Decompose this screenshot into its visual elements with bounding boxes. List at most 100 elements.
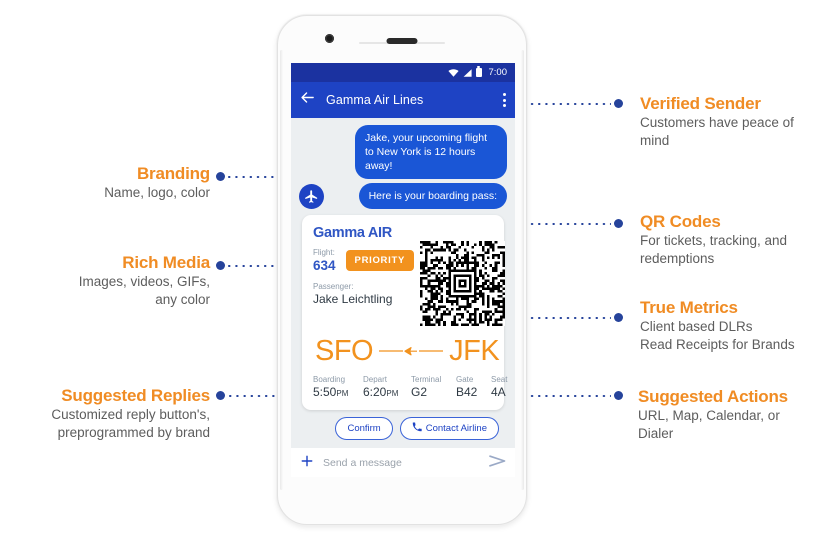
annotation-suggested-replies-desc: Customized reply button's, preprogrammed… <box>51 407 210 440</box>
detail-depart: Depart 6:20PM <box>363 374 411 401</box>
annotation-rich-media-title: Rich Media <box>122 253 210 272</box>
connector-line <box>525 394 611 397</box>
earpiece-speaker <box>386 38 418 44</box>
destination-code: JFK <box>449 335 500 367</box>
message-row: Here is your boarding pass: <box>299 183 507 209</box>
connector-dot <box>614 391 623 400</box>
annotation-rich-media-desc: Images, videos, GIFs, any color <box>78 274 210 307</box>
detail-label: Boarding <box>313 375 346 384</box>
detail-gate: Gate B42 <box>456 374 491 401</box>
reply-chip-label: Confirm <box>347 423 381 434</box>
annotation-qr-codes: QR Codes For tickets, tracking, and rede… <box>640 212 825 267</box>
app-bar-title: Gamma Air Lines <box>326 93 424 107</box>
connector-dot <box>614 99 623 108</box>
status-bar: 7:00 <box>291 63 515 82</box>
flight-details-row: Boarding 5:50PM Depart 6:20PM Terminal G… <box>313 374 507 401</box>
detail-label: Seat <box>491 375 508 384</box>
search-input[interactable]: Send a message <box>323 456 402 469</box>
wifi-icon <box>447 64 459 82</box>
connector-true-metrics <box>525 313 623 322</box>
airplane-avatar-icon <box>299 184 324 209</box>
annotation-suggested-replies: Suggested Replies Customized reply butto… <box>6 386 210 441</box>
connector-line <box>525 102 611 105</box>
connector-line <box>228 264 288 267</box>
detail-value-text: 5:50 <box>313 385 337 399</box>
annotation-branding-desc: Name, logo, color <box>104 185 210 200</box>
message-row: Jake, your upcoming flight to New York i… <box>299 125 507 179</box>
reply-chip-confirm[interactable]: Confirm <box>335 417 393 440</box>
connector-line <box>228 175 288 178</box>
battery-icon <box>475 66 482 77</box>
connector-branding <box>216 172 288 181</box>
passenger-block: Passenger: Jake Leichtling <box>313 281 414 307</box>
annotation-branding: Branding Name, logo, color <box>20 164 210 202</box>
boarding-pass-card[interactable]: Gamma AIR Flight: 634 PRIORITY Passenger… <box>302 215 507 410</box>
connector-suggested-actions <box>525 391 623 400</box>
airplane-route-icon <box>373 344 449 358</box>
message-bubble: Jake, your upcoming flight to New York i… <box>355 125 507 179</box>
route-row: SFO JFK <box>313 335 500 367</box>
flight-line: Flight: 634 PRIORITY <box>313 247 414 273</box>
send-icon[interactable] <box>489 454 506 472</box>
boarding-pass-brand: Gamma AIR <box>313 225 392 241</box>
flight-number: 634 <box>313 258 336 273</box>
annotation-suggested-actions: Suggested Actions URL, Map, Calendar, or… <box>638 387 827 442</box>
detail-label: Gate <box>456 375 474 384</box>
reply-chip-contact-airline[interactable]: Contact Airline <box>399 417 499 440</box>
kebab-menu-icon[interactable] <box>502 93 506 107</box>
annotation-true-metrics-title: True Metrics <box>640 298 738 317</box>
annotation-qr-codes-title: QR Codes <box>640 212 721 231</box>
detail-value: 5:50PM <box>313 385 363 401</box>
phone-icon <box>412 422 422 435</box>
app-bar: Gamma Air Lines <box>291 82 515 118</box>
detail-value: 6:20PM <box>363 385 411 401</box>
connector-line <box>525 222 611 225</box>
signal-icon <box>463 64 472 82</box>
annotation-true-metrics: True Metrics Client based DLRs Read Rece… <box>640 298 827 353</box>
detail-label: Depart <box>363 375 388 384</box>
detail-value-text: 6:20 <box>363 385 387 399</box>
plus-icon[interactable] <box>300 454 314 471</box>
passenger-name: Jake Leichtling <box>313 292 393 306</box>
detail-label: Terminal <box>411 375 442 384</box>
phone-screen: 7:00 Gamma Air Lines Jake, your upcoming… <box>291 63 515 477</box>
reply-chip-label: Contact Airline <box>425 423 487 434</box>
detail-value: G2 <box>411 385 428 399</box>
connector-dot <box>216 261 225 270</box>
priority-badge: PRIORITY <box>345 249 414 271</box>
connector-rich-media <box>216 261 288 270</box>
connector-suggested-replies <box>216 391 290 400</box>
detail-value: 4A <box>491 385 506 399</box>
qr-code[interactable] <box>420 241 505 331</box>
detail-terminal: Terminal G2 <box>411 374 456 401</box>
detail-value: B42 <box>456 385 478 399</box>
phone-device: 7:00 Gamma Air Lines Jake, your upcoming… <box>277 15 527 525</box>
message-bubble: Here is your boarding pass: <box>358 183 507 209</box>
annotation-suggested-replies-title: Suggested Replies <box>61 386 210 405</box>
suggested-replies: Confirm Contact Airline <box>299 410 507 447</box>
flight-label: Flight: <box>313 248 335 257</box>
status-time: 7:00 <box>488 67 508 78</box>
connector-line <box>228 394 290 397</box>
annotation-suggested-actions-desc: URL, Map, Calendar, or Dialer <box>638 408 780 441</box>
annotation-verified-sender-desc: Customers have peace of mind <box>640 115 794 148</box>
back-arrow-icon[interactable] <box>300 90 315 110</box>
connector-dot <box>216 172 225 181</box>
connector-verified-sender <box>525 99 623 108</box>
annotation-rich-media: Rich Media Images, videos, GIFs, any col… <box>20 253 210 308</box>
annotation-qr-codes-desc: For tickets, tracking, and redemptions <box>640 233 788 266</box>
annotation-verified-sender: Verified Sender Customers have peace of … <box>640 94 825 149</box>
origin-code: SFO <box>315 335 374 367</box>
detail-value-suffix: PM <box>336 389 349 398</box>
connector-dot <box>614 313 623 322</box>
front-camera-icon <box>325 34 334 43</box>
annotation-true-metrics-desc: Client based DLRs Read Receipts for Bran… <box>640 319 795 352</box>
connector-dot <box>216 391 225 400</box>
annotation-verified-sender-title: Verified Sender <box>640 94 761 113</box>
connector-line <box>525 316 611 319</box>
message-composer: Send a message <box>291 447 515 477</box>
annotation-branding-title: Branding <box>136 164 210 183</box>
conversation: Jake, your upcoming flight to New York i… <box>291 118 515 447</box>
connector-qr-codes <box>525 219 623 228</box>
detail-boarding: Boarding 5:50PM <box>313 374 363 401</box>
